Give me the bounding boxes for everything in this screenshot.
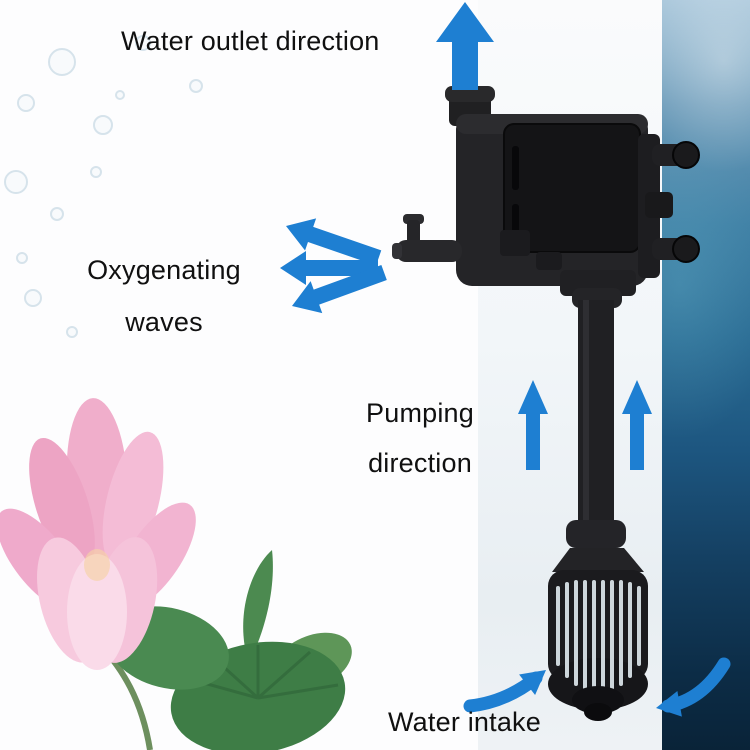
pumping-line2: direction [368, 448, 472, 478]
intake-arrow-right-icon [656, 657, 731, 717]
water-intake-label: Water intake [388, 707, 541, 737]
oxygenating-line1: Oxygenating [87, 255, 241, 285]
outlet-arrow-icon [436, 2, 494, 90]
lotus-flower [0, 398, 196, 670]
pump-column-tube [560, 270, 636, 548]
pumping-arrow-right-icon [622, 380, 652, 470]
pumping-arrow-left-icon [518, 380, 548, 470]
oxygenating-line2: waves [125, 307, 203, 337]
pump-body [456, 114, 648, 286]
underwater-background-strip [662, 0, 750, 750]
oxygenating-label: Oxygenating waves [38, 244, 290, 348]
strainer-slots [556, 580, 641, 692]
intake-arrow-left-icon [463, 670, 546, 713]
pump-mount-bracket [638, 134, 700, 278]
pump-aeration-nozzle [392, 214, 462, 262]
wave-arrow-middle-icon [280, 251, 378, 285]
wave-arrow-top-icon [286, 218, 382, 266]
wave-arrow-bottom-icon [292, 264, 387, 314]
water-outlet-label: Water outlet direction [121, 26, 380, 56]
pump-intake-strainer [548, 548, 648, 721]
pumping-line1: Pumping [366, 398, 474, 428]
pumping-direction-label: Pumping direction [328, 388, 512, 488]
